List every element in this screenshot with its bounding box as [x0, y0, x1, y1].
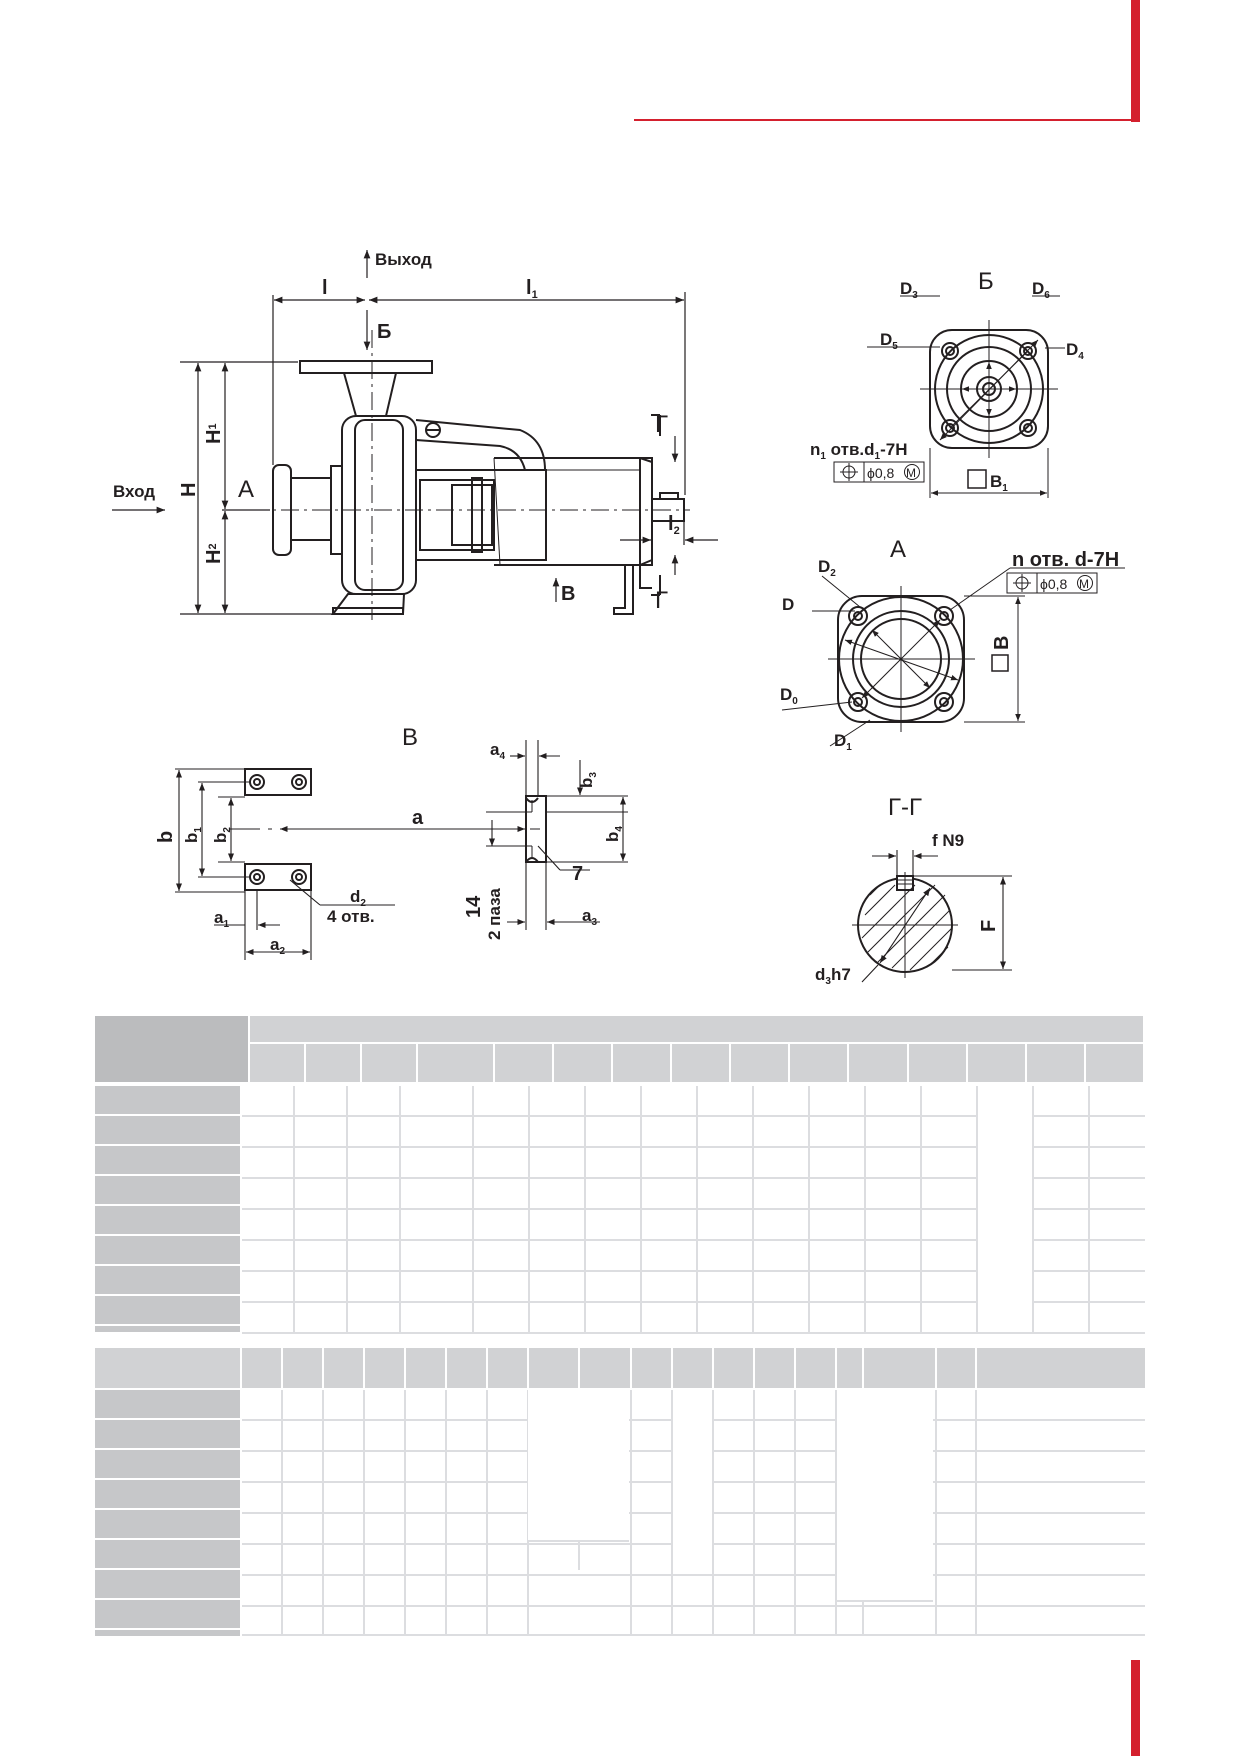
- svg-text:d3h7: d3h7: [815, 965, 851, 987]
- svg-text:d2: d2: [350, 887, 366, 909]
- main-view-dimensions: [112, 249, 718, 615]
- svg-text:14: 14: [463, 895, 485, 918]
- svg-text:В: В: [402, 724, 418, 751]
- svg-text:Б: Б: [377, 321, 391, 343]
- svg-text:b4: b4: [603, 826, 625, 842]
- top-right-red-bar: [1131, 0, 1140, 122]
- table-1-header-group: [250, 1016, 1145, 1044]
- svg-text:a: a: [412, 807, 424, 829]
- svg-text:a1: a1: [214, 908, 229, 930]
- pump-technical-drawing: Выход Б Вход А В Г Г l l1 l2 H H1 H2: [112, 249, 1125, 987]
- svg-text:Вход: Вход: [113, 482, 155, 501]
- view-b-labels: Б D3 D6 D5 D4 n1 отв.d1-7H ϕ0,8 M B1: [810, 268, 1084, 494]
- svg-text:B: B: [991, 636, 1013, 650]
- table-2-bottom-line: [242, 1634, 1145, 1636]
- svg-text:B1: B1: [990, 472, 1008, 494]
- svg-text:b1: b1: [182, 827, 204, 843]
- table-1-row-labels: [95, 1086, 240, 1332]
- svg-text:M: M: [906, 466, 916, 480]
- svg-text:l2: l2: [668, 513, 680, 537]
- table-2-merged-cell-c: [837, 1390, 933, 1602]
- svg-text:7: 7: [572, 863, 583, 885]
- svg-text:D5: D5: [880, 330, 898, 352]
- svg-text:n1 отв.d1-7H: n1 отв.d1-7H: [810, 440, 908, 462]
- bottom-right-red-bar: [1131, 1660, 1140, 1756]
- svg-text:А: А: [238, 476, 254, 503]
- svg-text:ϕ0,8: ϕ0,8: [1040, 576, 1068, 592]
- section-gg-labels: Г-Г f N9 F d3h7: [815, 794, 1000, 987]
- main-view-labels: Выход Б Вход А В Г Г l l1 l2 H H1 H2: [113, 250, 680, 614]
- table-2-header-row: [95, 1348, 1145, 1388]
- svg-text:n отв. d-7H: n отв. d-7H: [1012, 549, 1119, 571]
- svg-text:А: А: [890, 536, 906, 563]
- svg-text:H2: H2: [203, 543, 225, 564]
- svg-text:a4: a4: [490, 740, 505, 762]
- svg-text:2 паза: 2 паза: [485, 888, 504, 940]
- svg-text:F: F: [978, 920, 1000, 932]
- table-2-row-labels: [95, 1390, 240, 1636]
- view-v-dimensions: [175, 740, 628, 960]
- main-pump-view: [250, 330, 690, 620]
- svg-text:M: M: [1079, 577, 1089, 591]
- table-2-split-cell-2: [862, 1602, 864, 1636]
- svg-text:D1: D1: [834, 731, 852, 753]
- table-2-split-cell: [578, 1542, 580, 1570]
- svg-text:В: В: [561, 583, 575, 605]
- svg-text:b2: b2: [211, 827, 233, 843]
- svg-text:D4: D4: [1066, 340, 1084, 362]
- view-b-flange: [867, 295, 1065, 498]
- svg-text:a2: a2: [270, 935, 285, 957]
- svg-text:H: H: [178, 483, 200, 497]
- svg-text:D6: D6: [1032, 279, 1050, 301]
- svg-text:D: D: [782, 595, 794, 614]
- svg-text:D2: D2: [818, 557, 836, 579]
- svg-text:f N9: f N9: [932, 831, 964, 850]
- svg-text:Б: Б: [978, 268, 994, 295]
- table-1-body: [95, 1086, 1145, 1334]
- table-2-merged-cell-b: [673, 1390, 712, 1570]
- table-2-merged-cell-a: [528, 1390, 629, 1542]
- svg-text:Г: Г: [655, 587, 668, 614]
- svg-text:l: l: [322, 277, 328, 299]
- svg-text:D0: D0: [780, 685, 798, 707]
- svg-text:4 отв.: 4 отв.: [327, 907, 375, 926]
- table-1-column-headers: [95, 1044, 1145, 1084]
- table-1-corner-header: [95, 1016, 251, 1084]
- svg-text:D3: D3: [900, 279, 918, 301]
- header-rule: [634, 119, 1133, 121]
- svg-text:l1: l1: [526, 277, 538, 301]
- table-1-merged-cell: [976, 1086, 1034, 1334]
- section-gg-dimensions: [861, 850, 1012, 983]
- dimensions-table-1: [95, 1016, 1145, 1084]
- svg-text:Г-Г: Г-Г: [888, 794, 922, 821]
- svg-text:Выход: Выход: [375, 250, 432, 269]
- svg-text:ϕ0,8: ϕ0,8: [867, 465, 895, 481]
- svg-text:H1: H1: [203, 423, 225, 444]
- view-a-flange: [781, 567, 1125, 747]
- svg-text:b: b: [155, 831, 177, 843]
- view-v-labels: В a a1 a2 a3 a4 b b1 b2 b3 b4 d2 4 отв. …: [155, 724, 625, 957]
- svg-text:b3: b3: [577, 772, 599, 788]
- view-a-labels: А n отв. d-7H ϕ0,8 M D D2 D0 D1 B: [780, 536, 1119, 753]
- svg-text:a3: a3: [582, 906, 597, 928]
- dimensions-table-2: [95, 1348, 1145, 1636]
- svg-text:Г: Г: [655, 411, 668, 438]
